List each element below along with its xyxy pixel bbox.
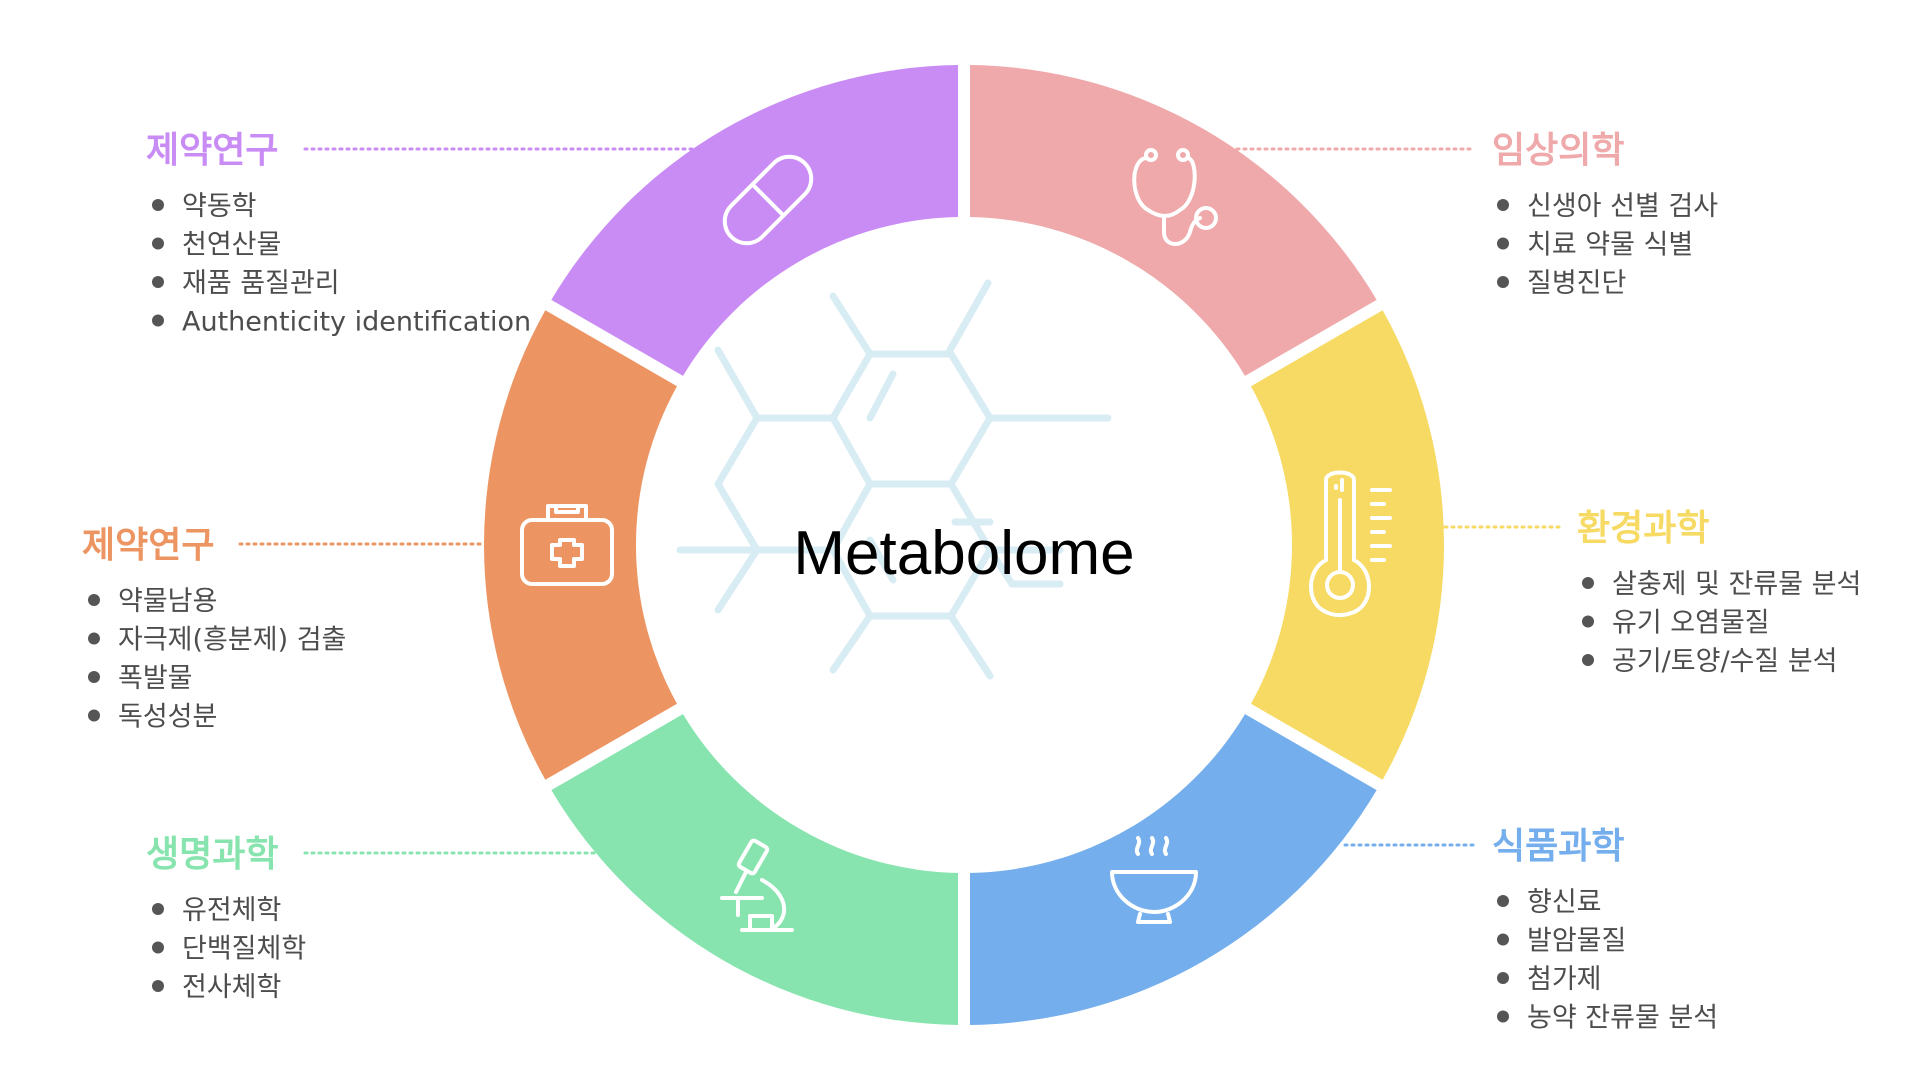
list-item-food: 농약 잔류물 분석	[1527, 1003, 1718, 1034]
bullet-dot	[152, 276, 164, 288]
list-item-pharma-top: Authenticity identification	[182, 307, 531, 338]
bullet-dot	[1497, 237, 1509, 250]
hexagon-background	[676, 279, 1112, 680]
list-item-clinical: 신생아 선별 검사	[1527, 191, 1718, 222]
section-title-life: 생명과학	[146, 834, 278, 875]
list-item-pharma-top: 재품 품질관리	[182, 268, 340, 299]
bullet-dot	[1497, 972, 1509, 984]
bullet-dot	[1582, 577, 1594, 589]
list-item-pharma-left: 독성성분	[118, 702, 217, 733]
section-title-environment: 환경과학	[1577, 508, 1709, 549]
medkit-icon	[520, 504, 614, 586]
section-title-pharma-top: 제약연구	[146, 130, 278, 171]
list-item-clinical: 치료 약물 식별	[1527, 230, 1693, 261]
ring-segment-pharma-top	[551, 65, 959, 376]
ring	[484, 65, 1444, 1025]
bullet-dot	[1582, 615, 1594, 628]
bullet-dot	[1497, 276, 1509, 288]
bullet-dot	[152, 941, 164, 954]
list-item-food: 첨가제	[1527, 964, 1602, 995]
list-item-life: 유전체학	[182, 895, 281, 926]
thermometer-icon	[1309, 470, 1392, 617]
section-title-clinical: 임상의학	[1492, 130, 1624, 171]
ring-segment-clinical	[969, 65, 1377, 376]
center-title: Metabolome	[793, 519, 1134, 588]
leader-lines	[238, 147, 1562, 855]
list-item-life: 단백질체학	[182, 934, 306, 965]
list-item-environment: 유기 오염물질	[1612, 608, 1770, 639]
capsule-icon	[722, 154, 814, 246]
list-item-environment: 살충제 및 잔류물 분석	[1612, 569, 1861, 600]
bullet-dot	[1497, 1010, 1509, 1023]
bullet-dot	[152, 199, 164, 211]
list-item-food: 향신료	[1527, 887, 1602, 918]
microscope-icon	[720, 838, 794, 932]
bullet-dot	[1497, 933, 1509, 946]
bullet-dot	[88, 709, 100, 722]
list-item-food: 발암물질	[1527, 926, 1626, 957]
list-item-environment: 공기/토양/수질 분석	[1612, 646, 1838, 677]
list-item-pharma-left: 자극제(흥분제) 검출	[118, 625, 346, 656]
list-item-pharma-top: 약동학	[182, 191, 257, 222]
bullet-dot	[152, 237, 164, 250]
list-item-pharma-left: 약물남용	[118, 586, 217, 617]
list-item-clinical: 질병진단	[1527, 268, 1626, 299]
section-title-food: 식품과학	[1492, 826, 1624, 867]
ring-segment-food	[969, 714, 1377, 1025]
list-item-pharma-top: 천연산물	[182, 230, 281, 261]
bullet-dot	[152, 980, 164, 992]
bullet-dot	[1497, 199, 1509, 211]
section-title-pharma-left: 제약연구	[82, 525, 214, 566]
stethoscope-icon	[1132, 148, 1218, 246]
bullet-dot	[1497, 895, 1509, 907]
bullet-dot	[152, 903, 164, 915]
list-item-life: 전사체학	[182, 972, 281, 1003]
bullet-dot	[152, 314, 164, 327]
bullet-dot	[88, 632, 100, 645]
ring-segment-environment	[1251, 310, 1444, 780]
bullet-dot	[1582, 654, 1594, 666]
bowl-icon	[1110, 836, 1198, 924]
bullet-dot	[88, 671, 100, 683]
bullet-dot	[88, 594, 100, 606]
list-item-pharma-left: 폭발물	[118, 663, 193, 694]
